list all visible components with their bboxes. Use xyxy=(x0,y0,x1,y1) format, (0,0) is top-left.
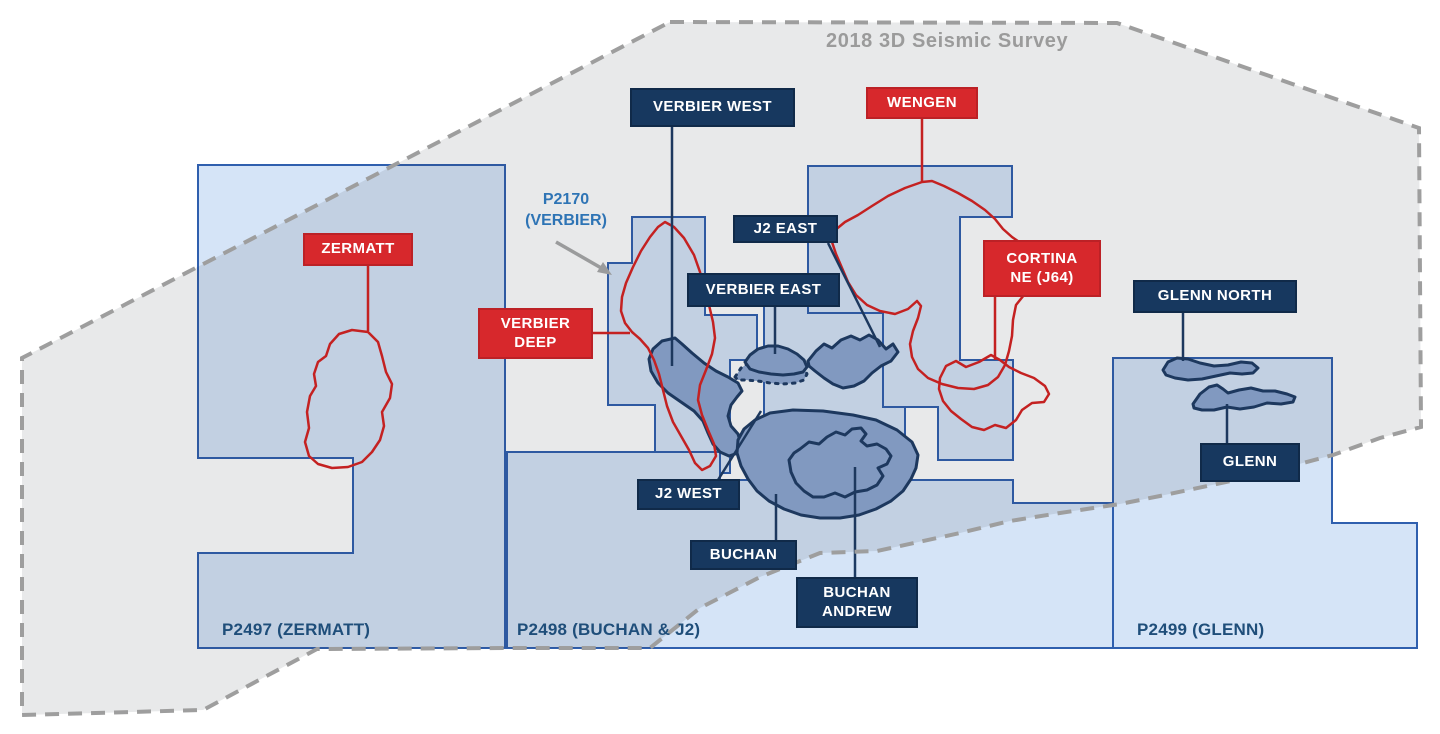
outline-verbier xyxy=(619,220,718,472)
field-shape-verbier-east xyxy=(743,344,809,377)
label-p2170-verbier: P2170 (VERBIER) xyxy=(516,190,616,232)
license-block-wengen-cortina xyxy=(807,165,1014,461)
label-j2-west: J2 WEST xyxy=(637,479,740,510)
field-shape-glenn xyxy=(1191,383,1297,412)
label-wengen: WENGEN xyxy=(866,87,978,119)
buchan-andrew-line2: ANDREW xyxy=(822,602,892,620)
field-shape-glenn-north xyxy=(1161,356,1260,382)
license-block-p2499 xyxy=(1112,357,1418,649)
survey-area-outline xyxy=(20,19,1424,718)
verbier-deep-line2: DEEP xyxy=(514,333,557,351)
label-p2497: P2497 (ZERMATT) xyxy=(222,620,371,639)
label-glenn: GLENN xyxy=(1200,443,1300,482)
label-buchan: BUCHAN xyxy=(690,540,797,570)
label-zermatt: ZERMATT xyxy=(303,233,413,266)
label-verbier-west: VERBIER WEST xyxy=(630,88,795,127)
p2170-arrow xyxy=(555,240,612,275)
buchan-andrew-line1: BUCHAN xyxy=(823,584,891,602)
outline-cortina xyxy=(937,353,1051,432)
verbier-deep-line1: VERBIER xyxy=(500,315,571,333)
outline-wengen xyxy=(830,179,1048,391)
label-verbier-east: VERBIER EAST xyxy=(687,273,840,307)
label-p2498: P2498 (BUCHAN & J2) xyxy=(517,620,701,639)
leader-j2-west xyxy=(716,410,763,481)
cortina-line2: NE (J64) xyxy=(1010,268,1074,286)
cortina-line1: CORTINA xyxy=(1006,250,1078,268)
field-shape-j2-east xyxy=(806,333,900,390)
p2170-line1: P2170 xyxy=(542,191,590,208)
label-j2-east: J2 EAST xyxy=(733,215,838,243)
label-p2499: P2499 (GLENN) xyxy=(1137,620,1265,639)
survey-title: 2018 3D Seismic Survey xyxy=(826,30,1069,52)
outline-zermatt xyxy=(303,328,394,470)
p2170-line2: (VERBIER) xyxy=(525,211,607,229)
field-shape-buchan-andrew xyxy=(787,426,893,499)
leader-j2-east xyxy=(826,242,882,348)
label-glenn-north: GLENN NORTH xyxy=(1133,280,1297,313)
